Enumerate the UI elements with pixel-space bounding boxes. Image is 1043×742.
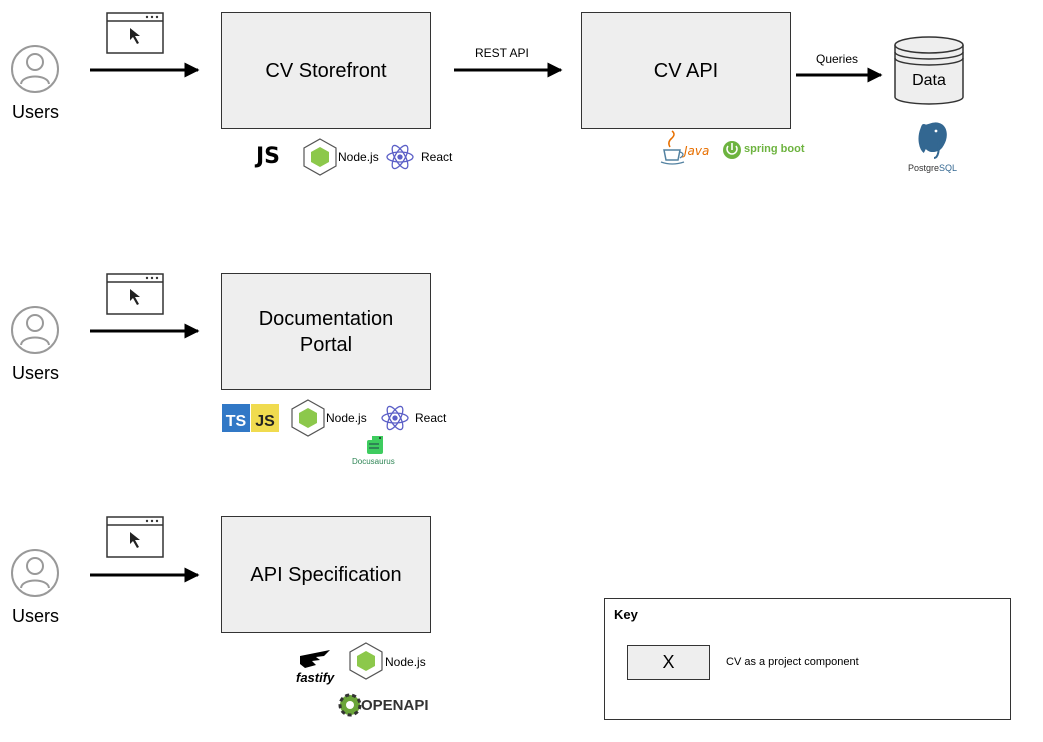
nodejs-icon	[349, 642, 383, 680]
js-logo: JS	[256, 144, 281, 169]
users-label: Users	[12, 606, 60, 626]
openapi-icon	[338, 693, 362, 717]
queries-label: Queries	[816, 52, 859, 66]
key-description: CV as a project component	[726, 656, 859, 668]
nodejs-icon	[291, 399, 325, 437]
nodejs-label: Node.js	[326, 411, 367, 425]
nodejs-label: Node.js	[385, 655, 426, 669]
react-icon	[381, 405, 409, 431]
react-icon	[386, 144, 414, 170]
browser-icon	[106, 12, 164, 54]
key-symbol-box: X	[627, 645, 710, 680]
user-icon	[11, 549, 59, 597]
nodejs-label: Node.js	[338, 150, 379, 164]
users-label: Users	[12, 102, 60, 122]
spring-boot-label: spring boot	[744, 143, 805, 155]
key-legend: Key X CV as a project component	[604, 598, 1011, 720]
database-icon	[894, 36, 964, 105]
java-icon	[660, 130, 685, 165]
docusaurus-icon	[367, 436, 383, 454]
user-icon	[11, 306, 59, 354]
docusaurus-label: Docusaurus	[352, 457, 395, 466]
ts-logo: TS	[222, 404, 250, 432]
user-icon	[11, 45, 59, 93]
js-logo: JS	[251, 404, 279, 432]
fastify-icon	[300, 650, 330, 668]
cv-storefront-box[interactable]: CV Storefront	[221, 12, 431, 129]
api-specification-box[interactable]: API Specification	[221, 516, 431, 633]
users-label: Users	[12, 363, 60, 383]
spring-boot-icon	[723, 141, 741, 159]
react-label: React	[415, 411, 447, 425]
key-title: Key	[614, 607, 638, 622]
java-label: Java	[684, 144, 710, 158]
documentation-portal-box[interactable]: Documentation Portal	[221, 273, 431, 390]
browser-icon	[106, 516, 164, 558]
cv-api-box[interactable]: CV API	[581, 12, 791, 129]
rest-api-label: REST API	[475, 46, 529, 60]
postgresql-icon	[917, 121, 948, 159]
nodejs-icon	[303, 138, 337, 176]
data-store-label[interactable]: Data	[912, 72, 946, 89]
browser-icon	[106, 273, 164, 315]
fastify-label: fastify	[296, 670, 335, 685]
react-label: React	[421, 150, 453, 164]
openapi-label: OPENAPI	[361, 697, 429, 714]
postgresql-label: PostgreSQL	[908, 163, 958, 173]
